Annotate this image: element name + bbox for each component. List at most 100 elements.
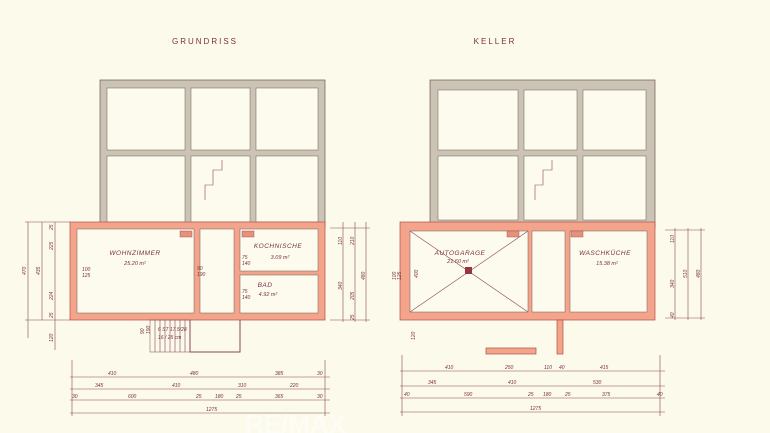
- dimension-lines: [330, 222, 370, 322]
- room: [437, 89, 519, 151]
- ground-floor-title: GRUNDRISS: [172, 37, 238, 46]
- chimney-icon: [179, 230, 193, 238]
- dimension-label: 600: [128, 394, 137, 400]
- room-label: AUTOGARAGE: [434, 250, 486, 257]
- watermark: RE/MAX: [245, 409, 347, 433]
- dimension-label: 25: [350, 314, 356, 321]
- dimension-label: 25: [527, 392, 534, 398]
- stair-line: [204, 160, 223, 200]
- dimension-label: 40: [657, 392, 663, 398]
- dimension-label: 220: [289, 383, 299, 389]
- dimension-label: 225: [49, 241, 55, 251]
- chimney-icon: [570, 230, 584, 238]
- dimension-lines: [400, 355, 665, 416]
- dimension-label: 25: [49, 312, 55, 319]
- dimension-total: 1275: [530, 406, 541, 412]
- bad: [239, 274, 319, 314]
- dimension-lines: [70, 360, 330, 416]
- opening-label: 400: [414, 269, 420, 278]
- outside-wall: [485, 347, 537, 355]
- dimension-label: 250: [504, 365, 514, 371]
- room-area: 15.38 m²: [596, 261, 618, 267]
- dimension-label: 310: [238, 383, 247, 389]
- dimension-label: 410: [172, 383, 181, 389]
- dimension-lines: [25, 221, 70, 350]
- dimension-label: 25: [195, 394, 202, 400]
- room: [255, 155, 319, 223]
- dimension-label: 375: [602, 392, 611, 398]
- dimension-label: 340: [338, 281, 344, 290]
- dimension-label: 385: [275, 371, 284, 377]
- dimension-label: 345: [428, 380, 437, 386]
- opening-label: 125: [82, 273, 91, 279]
- hallway: [199, 228, 235, 314]
- opening-label: 90: [140, 328, 146, 334]
- wohnzimmer: [76, 228, 195, 314]
- room: [523, 89, 578, 151]
- ground-floor-plan: WOHNZIMMER 25.20 m² KOCHNISCHE 3.09 m² B…: [22, 79, 370, 416]
- dimension-label: 470: [22, 266, 28, 275]
- dimension-label: 410: [108, 371, 117, 377]
- chimney-icon: [241, 230, 255, 238]
- dimension-label: 205: [350, 291, 356, 301]
- dimension-label: 480: [696, 269, 702, 278]
- dimension-label: 224: [49, 291, 55, 301]
- opening-label: 75: [242, 289, 248, 295]
- room: [582, 155, 647, 221]
- room-label: BAD: [258, 282, 273, 289]
- dimension-label: 25: [564, 392, 571, 398]
- room-label: KOCHNISCHE: [254, 243, 303, 250]
- room: [190, 87, 251, 151]
- room: [106, 155, 186, 223]
- dimension-label: 40: [559, 365, 565, 371]
- dimension-label: 345: [95, 383, 104, 389]
- dimension-label: 590: [464, 392, 473, 398]
- dimension-label: 40: [670, 312, 676, 318]
- room-area: 21.60 m²: [446, 259, 469, 265]
- room: [523, 155, 578, 221]
- dimension-label: 480: [190, 371, 199, 377]
- opening-label: 100: [392, 271, 398, 280]
- hallway: [531, 230, 566, 313]
- basement-plan: AUTOGARAGE 21.60 m² WASCHKÜCHE 15.38 m² …: [392, 79, 705, 416]
- stair-line: [534, 160, 553, 200]
- room-label: WOHNZIMMER: [109, 250, 160, 257]
- dimension-label: 435: [36, 266, 42, 275]
- room-area: 4.92 m²: [259, 292, 278, 298]
- opening-label: 75: [242, 255, 248, 261]
- room: [106, 87, 186, 151]
- dimension-label: 110: [670, 235, 676, 243]
- dimension-total: 1275: [206, 407, 217, 413]
- floor-drain-icon: [465, 267, 472, 274]
- dimension-lines: [665, 228, 705, 320]
- dimension-label: 340: [670, 279, 676, 288]
- opening-label: 190: [146, 325, 152, 334]
- chimney-icon: [506, 230, 520, 238]
- opening-label: 100: [82, 267, 91, 273]
- room: [190, 155, 251, 223]
- dimension-label: 30: [317, 371, 323, 377]
- dimension-label: 410: [508, 380, 517, 386]
- room: [437, 155, 519, 221]
- dimension-label: 120: [411, 331, 417, 340]
- dimension-label: 365: [275, 394, 284, 400]
- terrace-outline: [189, 320, 241, 353]
- room: [255, 87, 319, 151]
- opening-label: 90: [197, 266, 203, 272]
- dimension-label: 415: [600, 365, 609, 371]
- room: [582, 89, 647, 151]
- room-label: WASCHKÜCHE: [579, 249, 631, 257]
- waschkueche: [569, 230, 648, 313]
- dimension-label: 25: [235, 394, 242, 400]
- dimension-label: 110: [338, 237, 344, 245]
- dimension-label: 180: [215, 394, 224, 400]
- dimension-label: 510: [683, 269, 689, 278]
- opening-label: 140: [242, 295, 251, 301]
- stair-steps: [154, 320, 186, 352]
- dimension-label: 30: [72, 394, 78, 400]
- dimension-label: 530: [593, 380, 602, 386]
- dimension-label: 210: [350, 236, 356, 246]
- dimension-label: 180: [543, 392, 552, 398]
- dimension-label: 480: [361, 271, 367, 280]
